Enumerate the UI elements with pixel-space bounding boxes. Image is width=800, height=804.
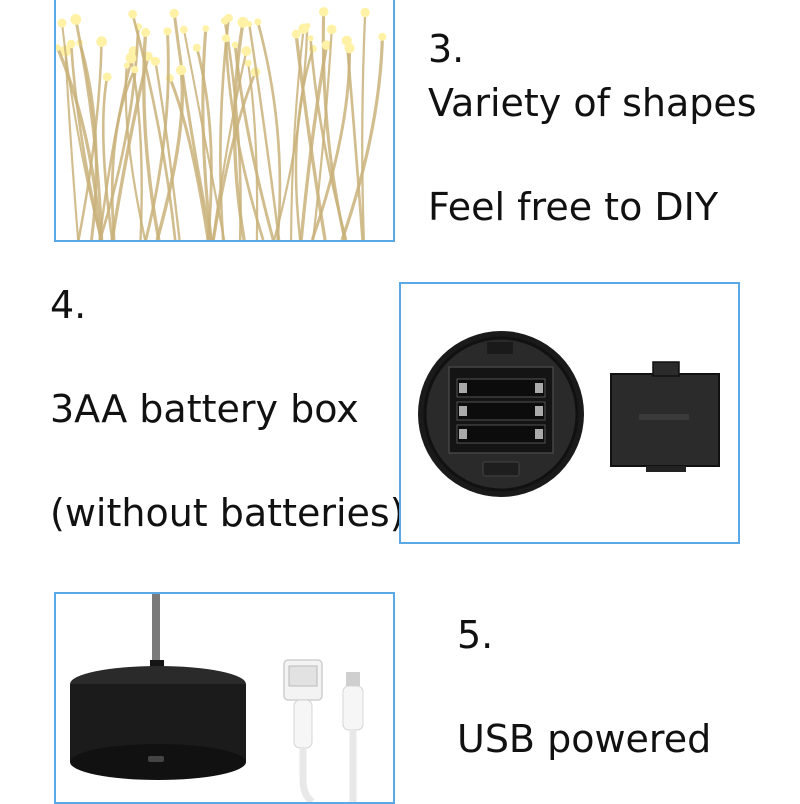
led-bulb [57,18,67,28]
usb-cable [283,659,364,802]
led-bulb [321,40,332,50]
section-4-line2: (without batteries) [50,491,405,535]
led-bulb [318,6,329,17]
wire-strand [144,31,170,240]
wire-strand [310,48,351,240]
led-bulb [291,29,301,39]
wire-strand [299,44,329,240]
led-bulb [221,34,231,43]
battery-box-illustration [418,331,720,497]
led-bulb [326,24,337,35]
section-5-number: 5. [457,613,494,657]
led-bulb [70,13,82,25]
battery-compartment [448,366,554,454]
wire-strand [172,13,213,240]
led-bulb [131,65,139,74]
led-bulb [125,52,137,64]
wire-strand [294,33,327,240]
wire-strand [131,13,177,240]
led-bulb [179,25,188,34]
wire-strand [69,43,103,240]
led-bulb [96,36,107,47]
led-bulb [298,23,309,34]
usb-base-photo [54,592,395,804]
section-4-number: 4. [50,283,87,327]
wire-strand [154,61,181,240]
led-bulb [378,32,387,41]
led-bulb [169,8,179,18]
wire-strand [309,38,348,240]
lamp-base [70,594,246,780]
wire-strand [311,29,333,240]
wire-strand [224,38,265,240]
wire-strand [110,68,137,240]
led-bulb [231,41,239,49]
battery-box-photo [399,282,740,544]
led-bulb [102,72,112,82]
led-bulb [175,64,187,76]
wire-strand [223,20,242,240]
wire-strand [74,19,104,240]
wire-strand [142,32,161,240]
wire-strand [273,26,309,240]
section-5-line1: USB powered [457,717,712,761]
wire-strand [212,71,257,240]
wire-strand [256,21,282,240]
led-bulb [246,20,253,28]
usb-base-illustration [70,594,364,802]
led-bulb [307,35,314,42]
wire-strand [155,69,184,240]
section-3-line2: Feel free to DIY [428,185,719,229]
led-bulb [202,25,210,32]
led-bulb [360,7,370,18]
led-bulb [128,9,138,19]
led-bulb [244,59,252,67]
led-bulb [241,46,252,57]
led-bulb [237,16,249,28]
led-bulb [56,44,61,51]
wire-strand [195,47,213,240]
led-bulb [163,27,172,36]
wire-strand [64,50,80,240]
wire-strand [248,23,281,240]
led-bulb [220,16,229,25]
led-bulb [150,56,160,66]
wire-strand [361,12,367,240]
fairy-lights-photo [54,0,395,242]
led-bulb [123,62,130,69]
wire-strand [340,36,384,240]
fairy-lights-illustration [56,6,387,240]
wire-strand [56,46,103,240]
section-3-line1: Variety of shapes [428,81,757,125]
wire-strand [290,28,305,240]
led-bulb [66,39,76,49]
battery-lid [610,361,720,472]
led-bulb [141,27,151,38]
wire-strand [101,76,114,240]
wire-strand [168,77,210,240]
section-4-line1: 3AA battery box [50,387,359,431]
led-bulb [344,43,355,54]
wire-strand [129,57,143,240]
led-bulb [192,43,201,52]
led-bulb [254,18,262,26]
section-3-number: 3. [428,27,465,71]
wire-strand [246,62,259,240]
